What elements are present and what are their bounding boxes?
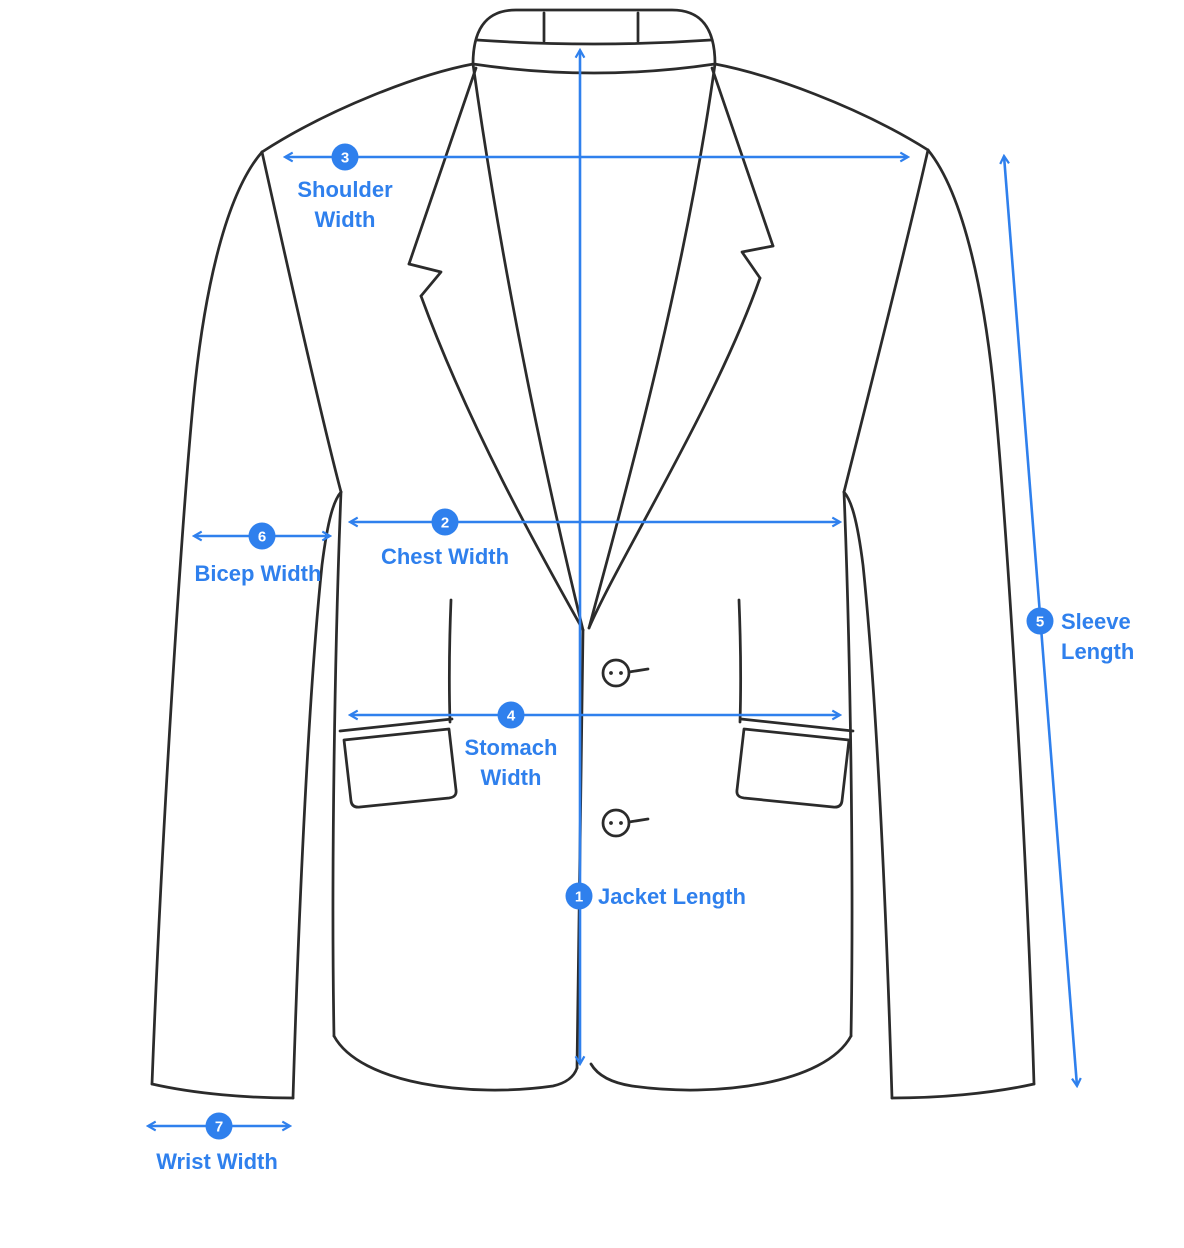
right-pocket-flap (735, 727, 851, 809)
right-side-seam (842, 490, 854, 1038)
collar-outline (471, 8, 717, 66)
left-pocket-flap (342, 727, 458, 809)
sleeve-length-number: 5 (1036, 614, 1044, 631)
right-lapel-roll-line (587, 62, 717, 630)
wrist-width-badge (205, 1112, 233, 1140)
bicep-width-badge (248, 522, 276, 550)
right-front-hem (589, 1034, 853, 1092)
measurement-arrows (148, 50, 1077, 1126)
bottom-button-hole (619, 821, 623, 825)
stomach-width-label-line2: Width (481, 765, 542, 790)
left-collar-edge (407, 66, 478, 266)
jacket-illustration (150, 8, 1036, 1100)
right-lapel-notch (740, 244, 775, 280)
shoulder-width-badge (331, 143, 359, 171)
right-cuff (890, 1082, 1036, 1100)
left-armhole-seam (260, 150, 343, 494)
chest-width-number: 2 (441, 515, 449, 532)
top-button-hole (619, 671, 623, 675)
chest-width-label: Chest Width (381, 544, 509, 569)
wrist-width-number: 7 (215, 1119, 223, 1136)
measurement-badges: 1 2 3 4 5 6 7 (205, 143, 1054, 1140)
collar-fold-line (475, 38, 713, 46)
stomach-width-badge (497, 701, 525, 729)
left-shoulder-seam (260, 62, 475, 154)
left-lapel-notch (407, 262, 443, 298)
right-lapel-edge (587, 276, 762, 630)
bicep-width-label: Bicep Width (195, 561, 322, 586)
jacket-length-badge (565, 882, 593, 910)
shoulder-width-number: 3 (341, 150, 349, 167)
bicep-width-number: 6 (258, 529, 266, 546)
sleeve-length-label-line2: Length (1061, 639, 1134, 664)
stomach-width-label-line1: Stomach (465, 735, 558, 760)
wrist-width-label: Wrist Width (156, 1149, 278, 1174)
right-armhole-seam (842, 148, 930, 494)
left-cuff (150, 1082, 295, 1100)
stomach-width-number: 4 (507, 708, 516, 725)
bottom-buttonhole-stitch (627, 817, 650, 824)
measurement-labels: Jacket Length Chest Width Shoulder Width… (156, 177, 1134, 1174)
neck-seam (471, 62, 717, 75)
left-front-hem (332, 1034, 579, 1092)
top-button-hole (609, 671, 613, 675)
jacket-length-label: Jacket Length (598, 884, 746, 909)
left-side-seam (331, 490, 343, 1038)
top-button (601, 658, 631, 688)
chest-width-badge (431, 508, 459, 536)
bottom-button (601, 808, 631, 838)
sleeve-length-label-line1: Sleeve (1061, 609, 1131, 634)
shoulder-width-label-line2: Width (315, 207, 376, 232)
left-front-dart (447, 598, 453, 724)
left-sleeve-inner-edge (291, 490, 343, 1100)
top-buttonhole-stitch (627, 667, 650, 674)
right-front-dart (737, 598, 743, 724)
right-pocket-welt (739, 717, 855, 733)
bottom-button-hole (609, 821, 613, 825)
shoulder-width-label-line1: Shoulder (297, 177, 393, 202)
left-pocket-welt (338, 717, 454, 733)
right-sleeve-outer-edge (926, 148, 1036, 1086)
right-sleeve-inner-edge (842, 490, 894, 1100)
right-shoulder-seam (713, 62, 930, 152)
left-sleeve-outer-edge (150, 150, 264, 1086)
jacket-length-number: 1 (575, 889, 583, 906)
sleeve-length-badge (1026, 607, 1054, 635)
left-lapel-edge (419, 294, 585, 632)
